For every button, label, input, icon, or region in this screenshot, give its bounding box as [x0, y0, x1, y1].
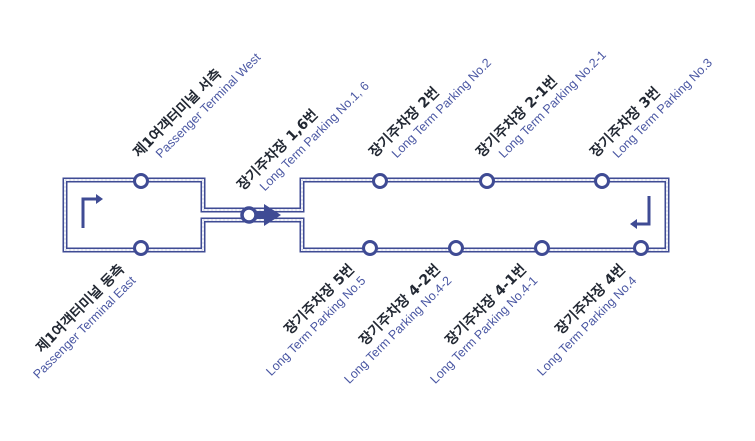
stop-label: 제1여객터미널 서측Passenger Terminal West: [130, 37, 264, 171]
stop-ltp-2-1[interactable]: 장기주차장 2-1번Long Term Parking No.2-1: [473, 35, 609, 189]
turn-arrow-icon: [81, 194, 103, 228]
route-track: [62, 177, 670, 253]
stop-name-ko: 제1여객터미널 서측: [130, 65, 225, 160]
stop-ltp-4[interactable]: 장기주차장 4번Long Term Parking No.4: [522, 240, 649, 379]
stop-label: 장기주차장 5번Long Term Parking No.5: [251, 261, 369, 379]
stop-marker[interactable]: [372, 173, 388, 189]
stop-label: 장기주차장 4번Long Term Parking No.4: [522, 261, 640, 379]
stop-name-ko: 제1여객터미널 동측: [33, 261, 128, 356]
stop-marker[interactable]: [448, 240, 464, 256]
stop-ltp-2[interactable]: 장기주차장 2번Long Term Parking No.2: [366, 43, 494, 189]
stop-name-en: Passenger Terminal West: [153, 50, 264, 161]
stop-t1-east[interactable]: 제1여객터미널 동측Passenger Terminal East: [18, 240, 149, 382]
stop-marker[interactable]: [594, 173, 610, 189]
stop-label: 장기주차장 3번Long Term Parking No.3: [587, 43, 715, 171]
stop-label: 제1여객터미널 동측Passenger Terminal East: [18, 260, 139, 381]
stop-t1-west[interactable]: 제1여객터미널 서측Passenger Terminal West: [130, 37, 264, 189]
stop-marker[interactable]: [133, 173, 149, 189]
stop-marker[interactable]: [133, 240, 149, 256]
bus-direction-arrow-icon: [240, 204, 281, 226]
stop-marker[interactable]: [479, 173, 495, 189]
stop-name-en: Long Term Parking No.4: [534, 274, 639, 379]
stop-marker[interactable]: [633, 240, 649, 256]
stops-layer: 제1여객터미널 서측Passenger Terminal West제1여객터미널…: [18, 35, 715, 387]
stop-marker[interactable]: [362, 240, 378, 256]
stop-name-en: Long Term Parking No.3: [610, 56, 715, 161]
stop-name-en: Long Term Parking No.5: [263, 274, 368, 379]
turn-arrow-icon: [630, 196, 651, 229]
stop-name-en: Long Term Parking No.1, 6: [257, 79, 372, 194]
stop-name-en: Passenger Terminal East: [30, 273, 138, 381]
stop-ltp-5[interactable]: 장기주차장 5번Long Term Parking No.5: [251, 240, 378, 379]
stop-ltp-4-1[interactable]: 장기주차장 4-1번Long Term Parking No.4-1: [415, 240, 550, 387]
stop-marker[interactable]: [534, 240, 550, 256]
stop-ltp-3[interactable]: 장기주차장 3번Long Term Parking No.3: [587, 43, 715, 189]
